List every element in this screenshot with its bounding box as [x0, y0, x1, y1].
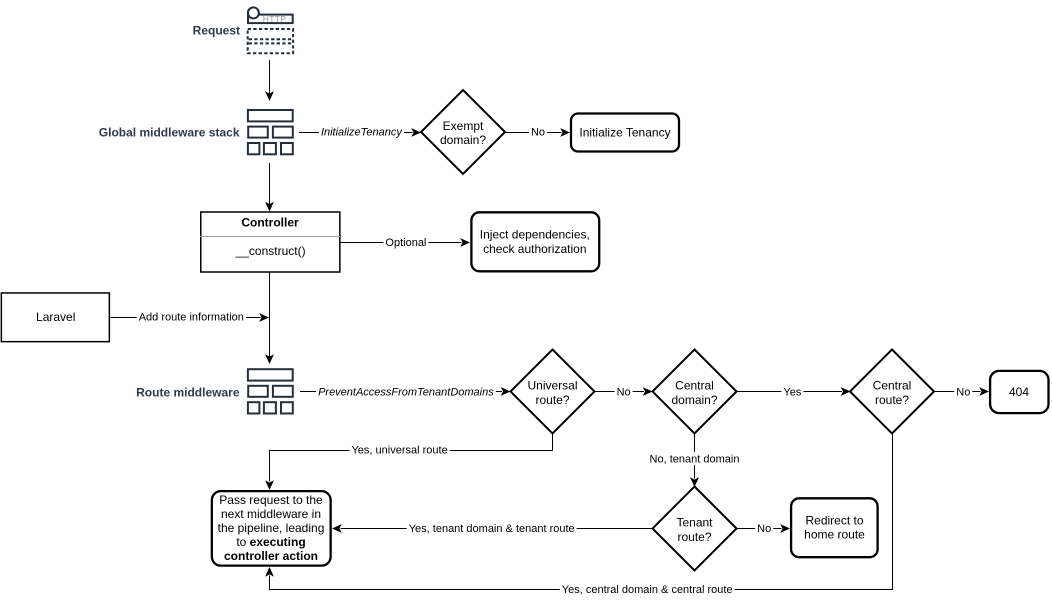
svg-text:404: 404: [1009, 385, 1029, 399]
svg-text:domain?: domain?: [671, 393, 717, 407]
svg-text:PreventAccessFromTenantDomains: PreventAccessFromTenantDomains: [318, 386, 494, 398]
svg-text:Initialize Tenancy: Initialize Tenancy: [579, 126, 670, 140]
svg-text:controller action: controller action: [224, 549, 318, 563]
svg-text:No: No: [956, 386, 970, 398]
svg-text:InitializeTenancy: InitializeTenancy: [321, 126, 403, 138]
svg-text:Optional: Optional: [385, 237, 426, 249]
svg-text:__construct(): __construct(): [235, 244, 306, 258]
svg-text:check authorization: check authorization: [483, 242, 586, 256]
svg-text:Controller: Controller: [241, 215, 299, 229]
svg-text:to executing: to executing: [236, 535, 305, 549]
svg-text:domain?: domain?: [440, 133, 486, 147]
svg-text:route?: route?: [677, 530, 711, 544]
svg-text:Central: Central: [873, 379, 912, 393]
svg-text:Yes: Yes: [783, 386, 801, 398]
svg-text:No, tenant domain: No, tenant domain: [650, 454, 740, 466]
svg-text:Global middleware stack: Global middleware stack: [99, 125, 240, 139]
svg-text:home route: home route: [804, 528, 865, 542]
svg-text:Central: Central: [675, 379, 714, 393]
svg-text:Pass request to the: Pass request to the: [219, 493, 323, 507]
svg-text:No: No: [617, 386, 631, 398]
svg-text:route?: route?: [535, 393, 569, 407]
svg-text:Yes, tenant domain & tenant ro: Yes, tenant domain & tenant route: [409, 523, 575, 535]
svg-text:Add route information: Add route information: [139, 311, 244, 323]
svg-text:Yes, central domain & central: Yes, central domain & central route: [562, 584, 733, 596]
svg-text:Tenant: Tenant: [676, 516, 713, 530]
svg-text:Request: Request: [193, 24, 240, 38]
svg-text:No: No: [531, 126, 545, 138]
svg-text:Exempt: Exempt: [443, 119, 484, 133]
svg-text:Yes, universal route: Yes, universal route: [351, 445, 447, 457]
svg-text:Universal: Universal: [527, 379, 577, 393]
svg-text:Inject dependencies,: Inject dependencies,: [480, 228, 590, 242]
svg-text:next middleware in: next middleware in: [221, 507, 321, 521]
svg-text:the pipeline, leading: the pipeline, leading: [218, 521, 325, 535]
svg-text:route?: route?: [875, 393, 909, 407]
svg-text:HTTP: HTTP: [263, 14, 286, 24]
svg-text:Redirect to: Redirect to: [805, 514, 863, 528]
svg-text:Laravel: Laravel: [36, 310, 75, 324]
svg-text:Route middleware: Route middleware: [136, 386, 240, 400]
svg-text:No: No: [757, 523, 771, 535]
